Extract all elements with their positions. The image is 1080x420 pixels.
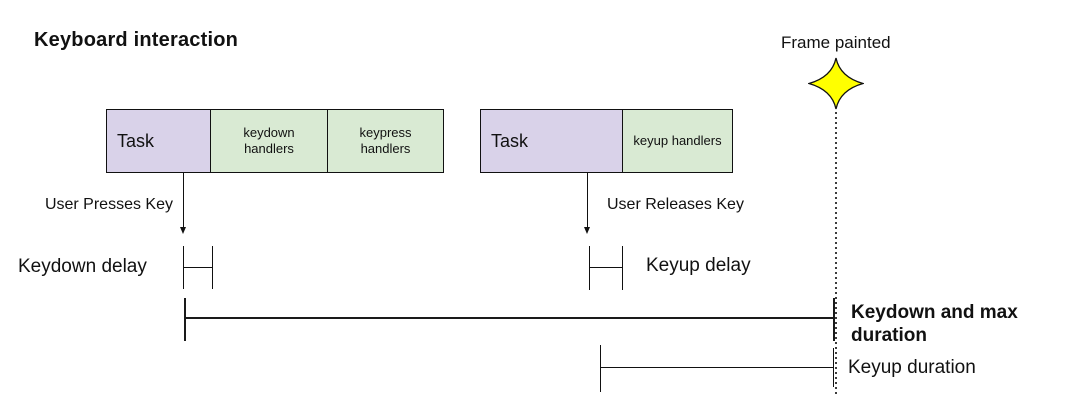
- keyup-event-arrow-line: [586, 173, 588, 227]
- keydown-max-duration-label: Keydown and max duration: [851, 302, 1018, 346]
- diagram-title: Keyboard interaction: [34, 29, 239, 51]
- keydown-event-arrowhead-icon: [179, 227, 186, 234]
- frame-painted-star-icon: [808, 57, 864, 110]
- duration-span: [184, 317, 835, 319]
- keyup-duration-label: Keyup duration: [848, 357, 976, 378]
- frame-painted-label: Frame painted: [781, 33, 891, 52]
- keydown-delay-label: Keydown delay: [18, 256, 147, 277]
- duration-end-cap: [599, 345, 601, 392]
- bracket-tick: [211, 246, 213, 289]
- bracket-span: [183, 266, 212, 268]
- frame-time-dotted-line: [835, 112, 837, 397]
- handler-box-keydown: keydown handlers: [210, 109, 328, 173]
- task-box-keydown: Task: [106, 109, 211, 173]
- handler-box-keyup: keyup handlers: [622, 109, 733, 173]
- user-releases-key-label: User Releases Key: [607, 196, 744, 213]
- handler-label: keypress handlers: [359, 125, 412, 156]
- duration-end-cap: [833, 298, 835, 341]
- duration-end-cap: [833, 348, 835, 387]
- keydown-event-arrow-line: [182, 173, 184, 227]
- handler-box-keypress: keypress handlers: [327, 109, 444, 173]
- keyup-delay-label: Keyup delay: [646, 255, 751, 276]
- bracket-tick: [588, 246, 590, 290]
- user-presses-key-label: User Presses Key: [44, 196, 173, 213]
- duration-span: [600, 367, 834, 369]
- task-label: Task: [117, 130, 155, 151]
- task-label: Task: [491, 130, 529, 151]
- bracket-tick: [621, 246, 623, 290]
- task-box-keyup: Task: [480, 109, 623, 173]
- keyup-event-arrowhead-icon: [583, 227, 590, 234]
- handler-label: keydown handlers: [243, 125, 295, 156]
- bracket-span: [589, 266, 622, 268]
- handler-label: keyup handlers: [633, 133, 722, 148]
- star-shape: [808, 57, 864, 110]
- duration-end-cap: [184, 298, 186, 341]
